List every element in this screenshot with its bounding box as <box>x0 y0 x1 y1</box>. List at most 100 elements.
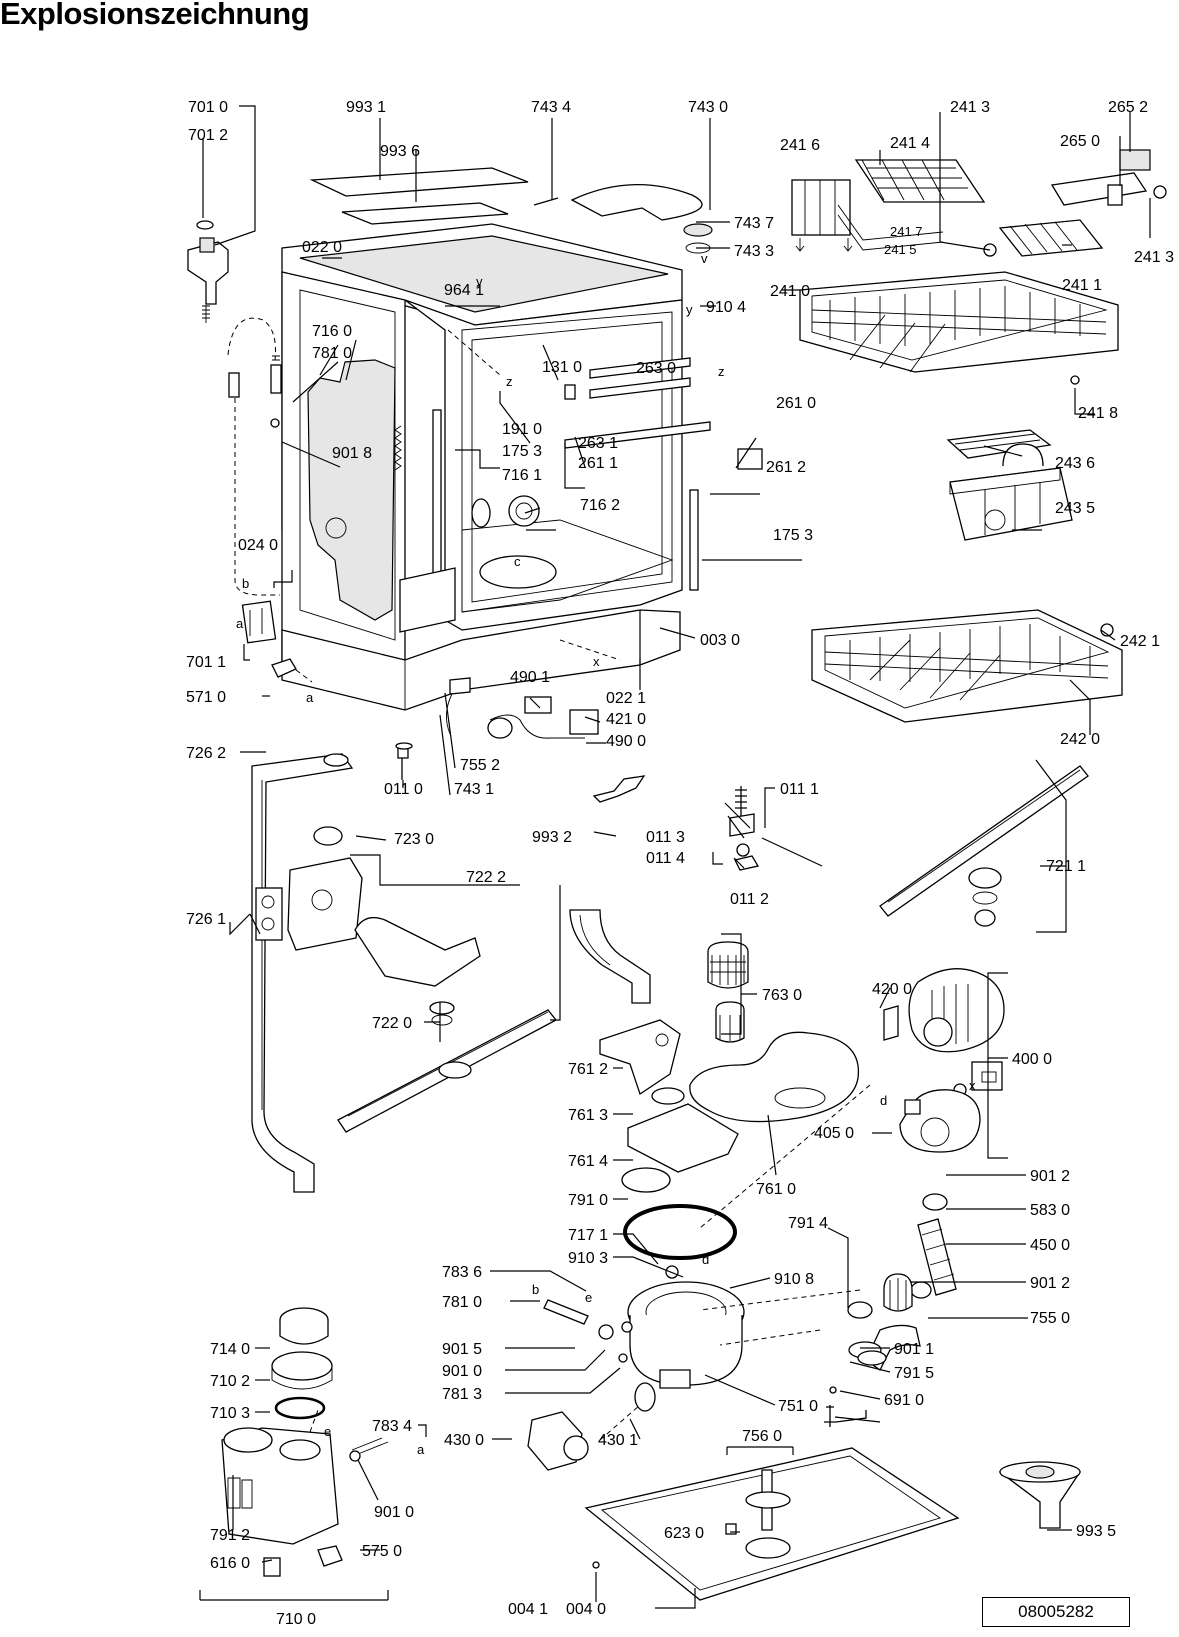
part-label: 261 1 <box>578 455 618 472</box>
part-label: 901 2 <box>1030 1168 1070 1185</box>
part-label: 241 1 <box>1062 277 1102 294</box>
part-label: 022 0 <box>302 239 342 256</box>
part-label: 011 1 <box>780 781 819 798</box>
part-label: 191 0 <box>502 421 542 438</box>
part-label: 993 2 <box>532 829 572 846</box>
part-label: 710 0 <box>276 1611 316 1628</box>
marker-letter: a <box>417 1442 425 1457</box>
part-label: 241 3 <box>950 99 990 116</box>
lower-spray-arm-721 <box>879 765 1089 927</box>
marker-letter: a <box>306 690 314 705</box>
assembly-lines <box>309 329 871 1433</box>
part-label: 783 6 <box>442 1264 482 1281</box>
part-label: 616 0 <box>210 1555 250 1572</box>
part-label: 241 7 <box>890 224 923 239</box>
connection-markers: z z y c b a a x x d d b e e a y v <box>236 251 976 1457</box>
part-label: 901 0 <box>442 1363 482 1380</box>
part-label: 910 8 <box>774 1271 814 1288</box>
part-label: 791 4 <box>788 1215 828 1232</box>
part-label: 901 1 <box>894 1341 934 1358</box>
part-label: 743 4 <box>531 99 571 116</box>
part-label: 701 2 <box>188 127 228 144</box>
part-label: 726 1 <box>186 911 226 928</box>
part-label: 265 2 <box>1108 99 1148 116</box>
part-label: 743 0 <box>688 99 728 116</box>
part-labels: 701 0 701 2 993 1 993 6 743 4 743 0 241 … <box>186 99 1174 1628</box>
part-label: 723 0 <box>394 831 434 848</box>
part-label: 743 7 <box>734 215 774 232</box>
document-number-box: 08005282 <box>982 1597 1130 1627</box>
part-label: 265 0 <box>1060 133 1100 150</box>
part-label: 261 2 <box>766 459 806 476</box>
part-label: 716 2 <box>580 497 620 514</box>
marker-letter: y <box>686 302 693 317</box>
part-label: 710 2 <box>210 1373 250 1390</box>
part-label: 022 1 <box>606 690 646 707</box>
part-label: 901 8 <box>332 445 372 462</box>
part-label: 011 3 <box>646 829 685 846</box>
part-label: 781 0 <box>442 1294 482 1311</box>
part-label: 910 4 <box>706 299 746 316</box>
part-label: 263 0 <box>636 360 676 377</box>
part-label: 421 0 <box>606 711 646 728</box>
part-label: 011 2 <box>730 891 769 908</box>
part-label: 261 0 <box>776 395 816 412</box>
marker-letter: z <box>506 374 513 389</box>
part-label: 011 0 <box>384 781 423 798</box>
part-label: 691 0 <box>884 1392 924 1409</box>
part-label: 241 0 <box>770 283 810 300</box>
cutlery-basket <box>946 429 1073 541</box>
marker-letter: y <box>476 274 483 289</box>
part-label: 716 1 <box>502 467 542 484</box>
part-label: 717 1 <box>568 1227 608 1244</box>
marker-letter: e <box>324 1424 331 1439</box>
part-label: 761 3 <box>568 1107 608 1124</box>
part-label: 726 2 <box>186 745 226 762</box>
part-label: 791 5 <box>894 1365 934 1382</box>
part-label: 623 0 <box>664 1525 704 1542</box>
part-label: 490 0 <box>606 733 646 750</box>
leader-lines <box>202 105 1151 1609</box>
part-label: 756 0 <box>742 1428 782 1445</box>
part-label: 993 5 <box>1076 1523 1116 1540</box>
part-label: 024 0 <box>238 537 278 554</box>
part-label: 721 1 <box>1046 858 1086 875</box>
part-label: 241 4 <box>890 135 930 152</box>
salt-container-710 <box>199 1307 389 1601</box>
part-label: 430 0 <box>444 1432 484 1449</box>
part-label: 743 3 <box>734 243 774 260</box>
base-plate-004 <box>584 1446 960 1601</box>
part-label: 901 5 <box>442 1341 482 1358</box>
cabinet-frame <box>281 167 763 711</box>
part-label: 993 1 <box>346 99 386 116</box>
feet-and-small-parts <box>395 677 823 871</box>
sump-pipe-and-filters <box>527 909 860 1471</box>
part-label: 722 2 <box>466 869 506 886</box>
inlet-valve-group <box>187 220 282 596</box>
page-title: Explosionszeichnung <box>0 0 310 31</box>
aquastop-711-group <box>241 600 313 683</box>
funnel-993-5 <box>998 1461 1081 1529</box>
marker-letter: z <box>718 364 725 379</box>
part-label: 583 0 <box>1030 1202 1070 1219</box>
part-label: 901 0 <box>374 1504 414 1521</box>
part-label: 175 3 <box>502 443 542 460</box>
part-label: 242 1 <box>1120 633 1160 650</box>
marker-letter: e <box>585 1290 592 1305</box>
part-label: 901 2 <box>1030 1275 1070 1292</box>
part-label: 743 1 <box>454 781 494 798</box>
part-label: 004 1 <box>508 1601 548 1618</box>
part-label: 701 1 <box>186 654 226 671</box>
part-label: 714 0 <box>210 1341 250 1358</box>
part-label: 242 0 <box>1060 731 1100 748</box>
marker-letter: a <box>236 616 244 631</box>
part-label: 701 0 <box>188 99 228 116</box>
water-pipe-726 <box>251 753 354 1193</box>
marker-letter: x <box>969 1078 976 1093</box>
marker-letter: b <box>532 1282 539 1297</box>
part-label: 571 0 <box>186 689 226 706</box>
part-label: 241 6 <box>780 137 820 154</box>
marker-letter: x <box>593 654 600 669</box>
part-label: 791 0 <box>568 1192 608 1209</box>
